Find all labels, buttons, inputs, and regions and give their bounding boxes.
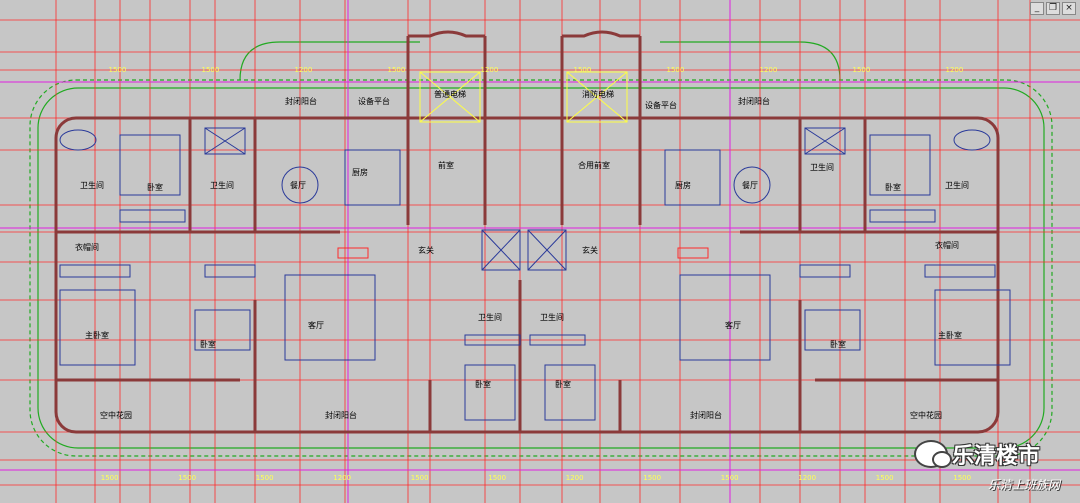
- dimension-label: 1200: [566, 474, 584, 482]
- dimension-label: 1200: [798, 474, 816, 482]
- room-bed-l1: 卧室: [147, 182, 163, 192]
- room-elevator-normal: 普通电梯: [434, 89, 466, 99]
- room-bath-c2: 卫生间: [540, 312, 564, 322]
- room-closed-balcony-tr: 封闭阳台: [738, 96, 770, 106]
- room-closet-l: 衣帽间: [75, 242, 99, 252]
- room-equip-platform-l: 设备平台: [358, 96, 390, 106]
- room-garden-r: 空中花园: [910, 410, 942, 420]
- room-bed-r1: 卧室: [885, 182, 901, 192]
- dimension-label: 1200: [760, 66, 778, 74]
- dimension-row-bottom: 1500 1500 1500 1200 1500 1500 1200 1500 1500 1200…: [101, 474, 971, 482]
- room-bed-c2: 卧室: [555, 379, 571, 389]
- dimension-label: 1500: [643, 474, 661, 482]
- window-controls: _ ❐ ×: [1030, 2, 1076, 15]
- room-bed-c1: 卧室: [475, 379, 491, 389]
- room-garden-l: 空中花园: [100, 410, 132, 420]
- wechat-icon: [913, 440, 952, 468]
- dimension-label: 1500: [574, 66, 592, 74]
- room-entry-l: 玄关: [418, 245, 434, 255]
- room-dining-l: 餐厅: [290, 181, 306, 190]
- room-shared-front: 合用前室: [578, 160, 610, 170]
- dimension-label: 1500: [667, 66, 685, 74]
- room-closed-balcony-br: 封闭阳台: [690, 410, 722, 420]
- dimension-label: 1500: [411, 474, 429, 482]
- watermark: 乐清楼市: [913, 438, 1040, 470]
- dimension-label: 1200: [333, 474, 351, 482]
- dimension-label: 1200: [295, 66, 313, 74]
- minimize-button[interactable]: _: [1030, 2, 1044, 15]
- room-bed-l2: 卧室: [200, 339, 216, 349]
- room-bath-r1: 卫生间: [810, 162, 834, 172]
- room-living-l: 客厅: [308, 320, 324, 330]
- room-equip-platform-r: 设备平台: [645, 100, 677, 110]
- room-living-r: 客厅: [725, 320, 741, 330]
- room-closet-r: 衣帽间: [935, 240, 959, 250]
- dimension-row-top: 1500 1500 1200 1500 1200 1500 1500 1200 1500 1200: [109, 66, 964, 74]
- room-front: 前室: [438, 160, 454, 170]
- dimension-label: 1500: [101, 474, 119, 482]
- close-button[interactable]: ×: [1062, 2, 1076, 15]
- room-bath-r2: 卫生间: [945, 180, 969, 190]
- room-bath-l1: 卫生间: [80, 180, 104, 190]
- watermark-subtitle: 乐清上班族网: [987, 478, 1060, 492]
- room-kitchen-r: 厨房: [675, 180, 691, 190]
- dimension-label: 1500: [853, 66, 871, 74]
- dimension-label: 1500: [178, 474, 196, 482]
- room-closed-balcony-tl: 封闭阳台: [285, 96, 317, 106]
- room-entry-r: 玄关: [582, 245, 598, 255]
- room-kitchen-l: 厨房: [352, 167, 368, 177]
- room-labels: 封闭阳台 设备平台 普通电梯 消防电梯 设备平台 封闭阳台 厨房 餐厅 卫生间 …: [75, 89, 969, 420]
- dimension-label: 1500: [388, 66, 406, 74]
- restore-button[interactable]: ❐: [1046, 2, 1060, 15]
- stairs: [204, 127, 846, 271]
- watermark-title: 乐清楼市: [951, 444, 1040, 469]
- room-master-r: 主卧室: [938, 330, 962, 340]
- dimension-label: 1500: [202, 66, 220, 74]
- room-master-l: 主卧室: [85, 330, 109, 340]
- door-markers: [337, 247, 709, 259]
- outline-green: [29, 41, 1053, 457]
- dimension-label: 1500: [721, 474, 739, 482]
- room-bed-r2: 卧室: [830, 339, 846, 349]
- furniture: [59, 129, 1011, 421]
- room-bath-c1: 卫生间: [478, 312, 502, 322]
- dimension-label: 1500: [488, 474, 506, 482]
- dimension-label: 1500: [876, 474, 894, 482]
- room-elevator-fire: 消防电梯: [582, 89, 614, 99]
- walls: [54, 30, 1000, 434]
- dimension-label: 1500: [256, 474, 274, 482]
- dimension-label: 1200: [481, 66, 499, 74]
- dimension-label: 1500: [109, 66, 127, 74]
- room-dining-r: 餐厅: [742, 181, 758, 190]
- dimension-label: 1500: [953, 474, 971, 482]
- room-closed-balcony-bl: 封闭阳台: [325, 410, 357, 420]
- elevators: [419, 71, 628, 123]
- dimension-label: 1200: [946, 66, 964, 74]
- room-bath-l2: 卫生间: [210, 180, 234, 190]
